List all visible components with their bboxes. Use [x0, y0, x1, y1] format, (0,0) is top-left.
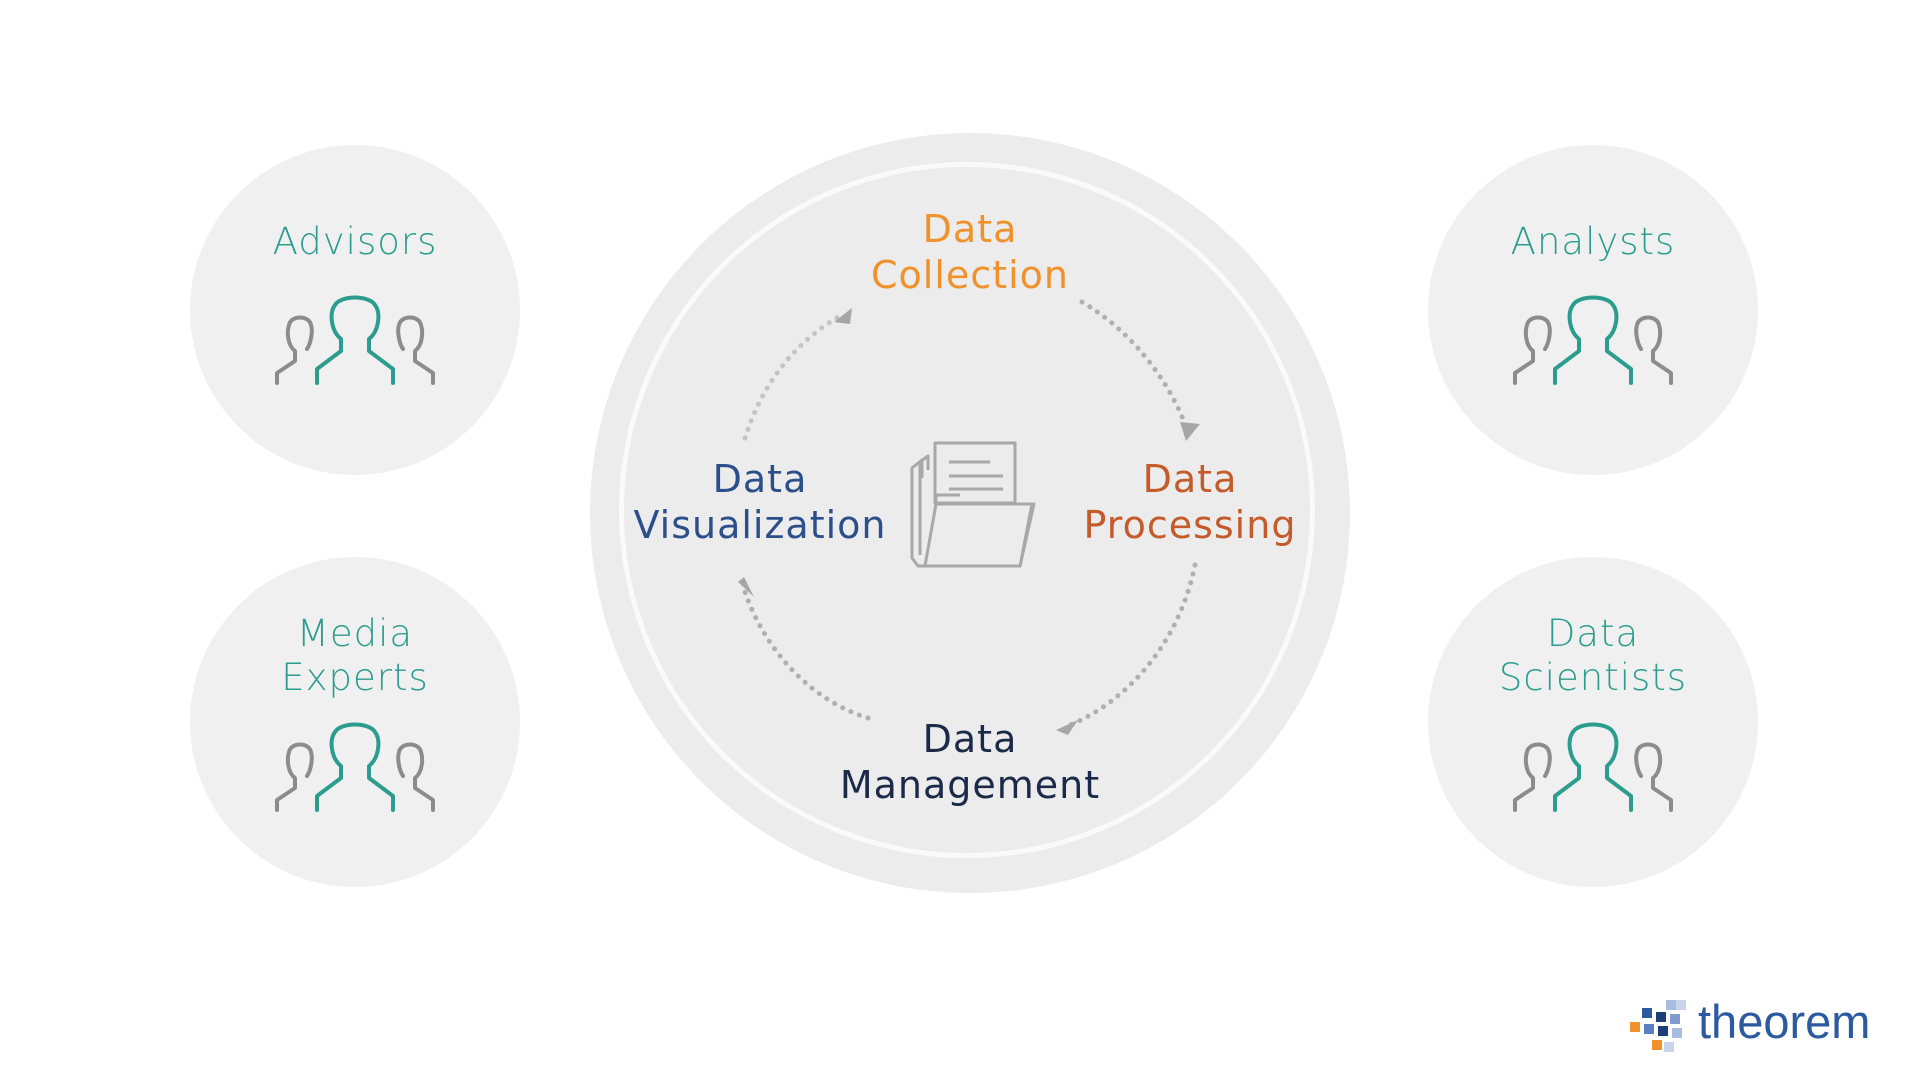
group-label-line: Advisors	[272, 220, 438, 263]
group-label-line: Media	[296, 612, 414, 655]
pixel-logo-icon	[1630, 1000, 1686, 1052]
stage-label-line: Visualization	[633, 503, 887, 547]
stage-label-line: Collection	[871, 253, 1069, 297]
group-label: Advisors	[190, 220, 520, 264]
group-label-line: Analysts	[1510, 220, 1676, 263]
group-media-experts: Media Experts	[190, 557, 520, 887]
stage-label-line: Data	[712, 457, 808, 501]
stage-data-processing: Data Processing	[1065, 456, 1315, 548]
people-icon	[1513, 295, 1673, 385]
stage-data-visualization: Data Visualization	[610, 456, 910, 548]
group-label: Media Experts	[190, 612, 520, 700]
people-icon	[275, 722, 435, 812]
arrowhead-icon	[738, 577, 754, 597]
stage-label-line: Processing	[1083, 503, 1297, 547]
arrowhead-icon	[1180, 422, 1200, 441]
stage-data-collection: Data Collection	[830, 206, 1110, 298]
group-label-line: Scientists	[1498, 656, 1688, 699]
people-icon	[1513, 722, 1673, 812]
group-label: Analysts	[1428, 220, 1758, 264]
group-label-line: Data	[1546, 612, 1640, 655]
folder-icon	[910, 441, 1036, 568]
arrow-collection-to-processing	[1079, 299, 1191, 435]
arrowhead-icon	[834, 308, 852, 324]
group-analysts: Analysts	[1428, 145, 1758, 475]
group-label: Data Scientists	[1428, 612, 1758, 700]
stage-label-line: Data	[1142, 457, 1238, 501]
stage-label-line: Management	[839, 763, 1101, 807]
brand-logo: theorem	[1618, 994, 1898, 1064]
group-advisors: Advisors	[190, 145, 520, 475]
group-label-line: Experts	[281, 656, 429, 699]
people-icon	[275, 295, 435, 385]
stage-data-management: Data Management	[810, 716, 1130, 808]
arrow-visualization-to-collection	[742, 313, 843, 441]
arrow-processing-to-management	[1067, 562, 1198, 728]
arrow-management-to-visualization	[742, 589, 871, 721]
stage-label-line: Data	[922, 207, 1018, 251]
arrowhead-icon	[1056, 720, 1078, 735]
group-data-scientists: Data Scientists	[1428, 557, 1758, 887]
brand-wordmark: theorem	[1698, 995, 1871, 1048]
stage-label-line: Data	[922, 717, 1018, 761]
cycle-ring	[619, 162, 1315, 858]
